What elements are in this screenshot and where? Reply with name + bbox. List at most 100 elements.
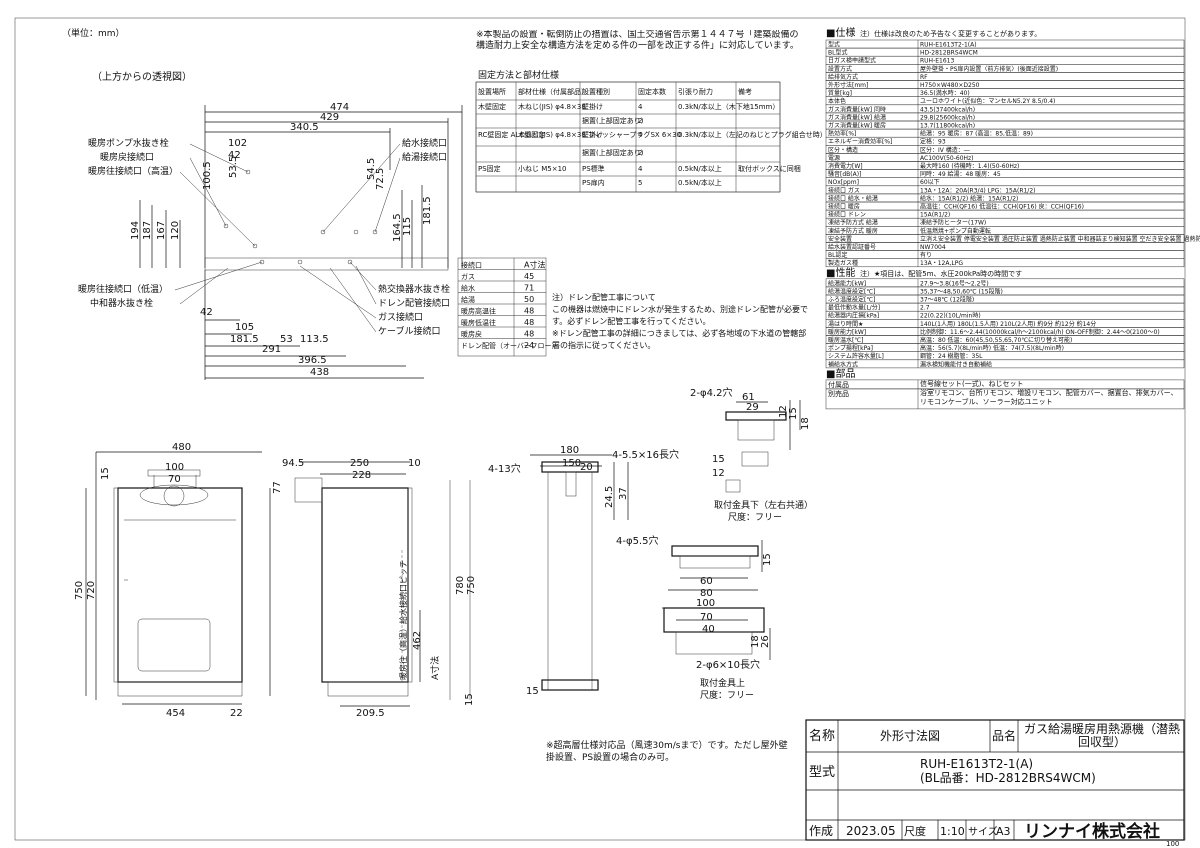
fix-header-5: 備考 [738,87,752,96]
front-dim-22: 22 [230,708,243,719]
fitting-l-holes: 4-φ5.5穴 [616,534,658,547]
dim-115: 115 [402,217,413,236]
fitting-l-caption: 取付金具上 [700,677,745,689]
fix-cell-2-4: 0.3kN/本以上（左記のねじとプラグ組合せ時） [678,130,827,139]
fix-header-0: 設置場所 [478,87,506,96]
spec-label-19: 接続口 給水・給湯 [828,194,878,202]
fitting-u-18: 18 [800,417,811,430]
fitting-u-12: 12 [778,405,789,418]
fix-cell-0-2: 壁掛け [582,102,603,111]
a-row-value-5: 48 [524,318,534,327]
parts-label-0: 付属品 [828,380,849,389]
front-dim-454: 454 [166,708,185,719]
dim-100-5: 100.5 [202,161,213,190]
tb-model-value1: RUH-E1613T2-1(A) [920,757,1033,771]
side-dim-462: 462 [412,631,423,650]
tb-name-value: 外形寸法図 [880,729,940,743]
dim-b-42: 42 [200,307,213,318]
spec-label-8: ガス消費量[kW] 同時 [828,105,886,113]
fix-cell-0-1: 木ねじ(JIS) φ4.8×38 [518,102,586,111]
fix-header-1: 部材仕様（付属部品） [518,87,588,96]
a-row-label-1: ガス [461,272,475,281]
bracket-dim-150: 150 [562,458,581,469]
fix-cell-1-3: 2 [638,117,642,125]
dim-b-53: 53 [280,334,293,345]
top-view-title: （上方からの透視図） [92,70,192,83]
side-view: 94.5 250 10 228 77 780 750 462 209.5 15 … [269,458,477,719]
dim-b-113: 113.5 [300,334,329,345]
fix-cell-0-4: 0.3kN/本以上（木下地15mm） [678,102,779,111]
perf-value-10: 漏水検知機能付き自動補給 [920,360,992,368]
spec-value-23: 低温燃焼+ポンプ自動運転 [920,227,991,235]
dim-54-5: 54.5 [366,158,377,180]
perf-label-6: 暖房能力[kW] [828,328,866,336]
install-notice-text: ※本製品の設置・転倒防止の措置は、国土交通省告示第１４４７号「建築設備の構造耐力… [476,30,799,51]
dim-429: 429 [320,112,339,123]
perf-value-8: 高温：56(5.7)(8L/min時) 低温：74(7.5)(8L/min時) [920,344,1064,352]
fix-cell-4-1: 小ねじ M5×10 [518,164,567,173]
side-dim-209-5: 209.5 [356,708,385,719]
dim-53-5: 53.5 [228,156,239,178]
spec-value-27: 13A・12A,LPG [920,260,963,267]
dim-194: 194 [130,221,141,240]
spec-label-7: 本体色 [828,97,846,105]
dim-b-181: 181.5 [230,334,259,345]
tb-made-value: 2023.05 [846,824,896,838]
a-row-value-2: 71 [524,284,534,293]
fix-cell-2-3: 4 [638,131,643,139]
spec-value-15: 最大時160 (待機時：1.4)(50-60Hz) [920,162,1019,170]
spec-value-16: 同時：49 給湯：48 暖房：45 [920,170,1001,178]
spec-value-17: 60以下 [920,179,940,186]
spec-value-14: AC100V(50-60Hz) [920,155,974,162]
perf-label-2: ふろ温度設定[℃] [828,296,875,304]
perf-value-3: 2.7 [920,305,930,312]
perf-value-9: 鋼管：24 樹脂管：35L [920,352,983,360]
dim-72-5: 72.5 [375,168,386,190]
unit-label: （単位：mm） [62,27,125,39]
spec-value-10: 13.7(11800kcal/h) [920,123,975,130]
fitting-u-12b: 12 [712,468,725,479]
spec-label-17: NOx[ppm] [828,179,859,186]
fix-cell-0-0: 木壁固定 [478,102,506,111]
fix-cell-4-0: PS固定 [478,164,501,173]
fix-cell-5-2: PS扉内 [582,178,605,187]
callout-heat-low: 暖房往接続口（低温） [78,283,168,295]
bracket-dim-24-5: 24.5 [604,486,615,508]
callout-hx-drain: 熱交換器水抜き栓 [378,283,450,295]
fix-table-subtitle: 固定方法と部材仕様 [478,69,559,81]
tb-size-label: サイズ [968,825,998,838]
a-row-value-0: A寸法 [524,260,545,270]
fix-cell-5-3: 5 [638,179,642,187]
tb-scale-label: 尺度 [904,824,926,838]
a-row-label-0: 接続口 [461,261,482,270]
spec-value-4: RF [920,74,928,81]
perf-header: ■性能 [826,266,855,279]
dim-42: 42 [228,150,241,161]
fitting-l-15: 15 [762,553,773,566]
dim-b-396: 396.5 [298,355,327,366]
fitting-u-15: 15 [788,407,799,420]
spec-label-3: 設置方式 [828,65,852,73]
dim-181-5: 181.5 [422,196,433,225]
spec-label-4: 給排気方式 [828,73,858,81]
dim-102: 102 [228,138,247,149]
bracket-dim-15: 15 [526,686,539,697]
a-row-value-7: 24 [524,341,534,350]
spec-value-20: 高温往：CCH(QF16) 低温往：CCH(QF16) 戻：CCH(QF16) [920,203,1084,211]
dim-340: 340.5 [290,122,319,133]
callout-hot-outlet: 給湯接続口 [402,151,447,163]
spec-value-0: RUH-E1613T2-1(A) [920,42,977,49]
drain-note: 注）ドレン配管工事について この機器は燃焼中にドレン水が発生するため、別途ドレン… [552,293,808,350]
fix-cell-2-1: 木ねじ(JIS) φ4.8×38 フィッシャープラグSX 6×30 [518,130,681,139]
a-row-label-7: ドレン配管（オーバーフロー） [461,341,559,350]
fitting-l-60: 60 [700,576,713,587]
spec-label-20: 接続口 暖房 [828,203,860,211]
perf-label-4: 給湯器内圧損[kPa] [828,312,879,320]
perf-label-10: 補給水方式 [828,360,858,368]
fitting-l-40: 40 [702,624,715,635]
spec-label-16: 騒音[dB(A)] [828,170,861,178]
front-dim-100: 100 [165,462,184,473]
tb-scale-value: 1:10 [940,825,965,838]
fitting-l-slots: 2-φ6×10長穴 [696,658,760,671]
